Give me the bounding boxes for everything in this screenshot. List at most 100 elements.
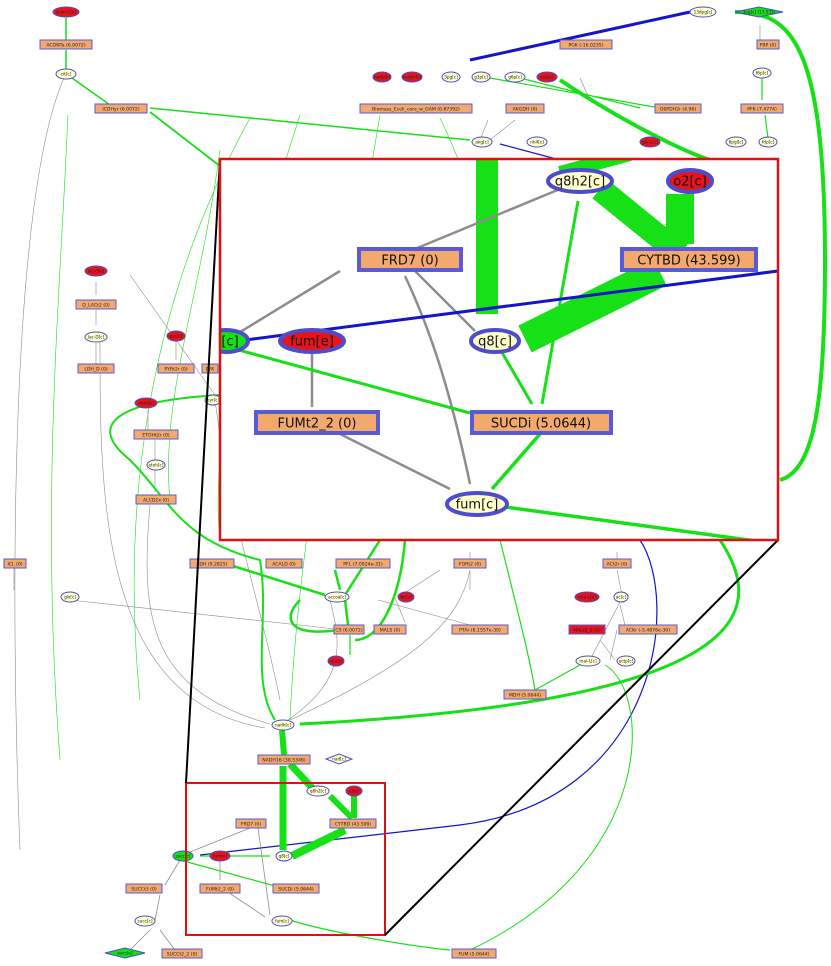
reaction-pdh[interactable]: PDH (9.2825): [189, 558, 235, 569]
zoom-reaction-frd7[interactable]: FRD7 (0): [357, 247, 463, 272]
zoom-external-fum-e[interactable]: fum[e]: [278, 328, 346, 354]
diamond-succ-e[interactable]: succ[e]: [104, 947, 146, 959]
metabolite-succ[interactable]: succ[c]: [134, 915, 156, 927]
metabolite-lac-d[interactable]: lac-D[c]: [84, 331, 108, 343]
reaction-d-lact2[interactable]: D_LACt2 (0): [75, 299, 117, 310]
metabolite-13dpg[interactable]: 13dpg[c]: [689, 6, 717, 18]
metabolite-q8-small[interactable]: q8[c]: [275, 850, 293, 862]
svg-text:SUCCt2_2 (0): SUCCt2_2 (0): [167, 952, 198, 958]
reaction-akgdh[interactable]: AKGDH (0): [505, 103, 545, 114]
external-glu[interactable]: glu-L[c]: [639, 136, 661, 148]
svg-text:MALS (0): MALS (0): [380, 628, 401, 634]
reaction-malt2-2[interactable]: MALt2_2 (0): [568, 624, 606, 635]
diamond-nad[interactable]: nad[c]: [324, 753, 354, 765]
reaction-fum[interactable]: FUM (5.0644): [451, 948, 497, 959]
external-fum-e-small[interactable]: fum[e]: [209, 850, 231, 862]
zoom-external-o2[interactable]: o2[c]: [666, 168, 714, 194]
reaction-etoht2r[interactable]: ETOHt2r (0): [133, 429, 179, 440]
reaction-fort2[interactable]: FORt2 (0): [453, 558, 487, 569]
reaction-pyk[interactable]: PYK: [201, 363, 219, 374]
metabolite-succ-small[interactable]: succ[c]: [172, 850, 194, 862]
metabolite-nh4[interactable]: nh4[c]: [526, 136, 548, 148]
reaction-fumt2-2-small[interactable]: FUMt2_2 (0): [199, 883, 241, 894]
reaction-ackr[interactable]: ACKr (-5.4876e-30): [618, 624, 678, 635]
metabolite-mal-l[interactable]: mal-L[c]: [575, 655, 601, 667]
reaction-pfk[interactable]: PFK (7.4774): [740, 103, 784, 114]
external-acon-e[interactable]: acon-C[e]: [52, 6, 80, 18]
reaction-biomass[interactable]: Biomass_Ecoli_core_w_GAM (0.87392): [359, 103, 473, 114]
metabolite-akg[interactable]: akg[c]: [471, 136, 493, 148]
svg-text:13dpg[c]: 13dpg[c]: [694, 10, 713, 15]
metabolite-cit[interactable]: cit[c]: [55, 68, 77, 80]
reaction-sucdi-small[interactable]: SUCDi (5.0644): [272, 883, 320, 894]
reaction-ldh-d[interactable]: LDH_D (0): [77, 363, 115, 374]
metabolite-3pg[interactable]: 3pg[c]: [441, 71, 461, 83]
reaction-icl[interactable]: ICL (0): [3, 558, 27, 569]
metabolite-fum-small[interactable]: fum[c]: [271, 915, 293, 927]
edge-left-loop: [109, 394, 276, 721]
reaction-g6pdh2r[interactable]: G6PDH2r (4.96): [654, 103, 702, 114]
metabolite-nadh[interactable]: nadh[c]: [271, 719, 295, 731]
zoom-metabolite-succ-partial[interactable]: [c]: [204, 328, 250, 354]
svg-text:lac-D[c]: lac-D[c]: [88, 335, 105, 340]
reaction-cytbd-small[interactable]: CYTBD (43.599): [329, 818, 377, 829]
svg-text:G6PDH2r (4.96): G6PDH2r (4.96): [660, 107, 697, 113]
metabolite-f6p[interactable]: f6p[c]: [752, 67, 772, 79]
reaction-mals[interactable]: MALS (0): [373, 624, 407, 635]
metabolite-q8h2-small[interactable]: q8h2[c]: [306, 785, 330, 797]
reaction-frd7-small[interactable]: FRD7 (0): [235, 818, 267, 829]
zoom-reaction-sucdi[interactable]: SUCDi (5.0644): [470, 410, 613, 435]
reaction-pfl[interactable]: PFL (7.0924e-31): [335, 558, 391, 569]
reaction-pyrt2r[interactable]: PYRt2r (0): [157, 363, 195, 374]
reaction-cs[interactable]: CS (6.0072): [333, 624, 365, 635]
reaction-icdhyr[interactable]: ICDHyr (6.0072): [94, 103, 148, 114]
reaction-succt3[interactable]: SUCCt3 (0): [125, 883, 163, 894]
reaction-acald[interactable]: ACALD (0): [265, 558, 303, 569]
svg-text:actp[c]: actp[c]: [619, 659, 634, 664]
metabolite-ac[interactable]: ac[c]: [613, 591, 629, 603]
svg-text:SUCDi (5.0644): SUCDi (5.0644): [278, 887, 314, 893]
svg-text:q8[c]: q8[c]: [478, 335, 512, 350]
metabolite-pyr[interactable]: pyr[c]: [204, 394, 222, 406]
zoom-metabolite-q8h2[interactable]: q8h2[c]: [546, 168, 614, 194]
metabolite-g3p[interactable]: g3p[c]: [471, 71, 491, 83]
reaction-ptar[interactable]: PTAr (6.1557e-30): [451, 624, 509, 635]
reaction-fbp[interactable]: FBP (0): [756, 39, 780, 50]
edge-accoa-cs: [289, 539, 407, 642]
metabolite-g6p[interactable]: g6p[c]: [504, 71, 526, 83]
metabolite-etoh[interactable]: etoh[c]: [146, 459, 166, 471]
zoom-metabolite-q8[interactable]: q8[c]: [469, 328, 521, 354]
external-mal-e[interactable]: mal-L[e]: [574, 591, 600, 603]
reaction-aconta[interactable]: ACONTa (6.0072): [39, 39, 93, 50]
svg-text:ACKr (-5.4876e-30): ACKr (-5.4876e-30): [626, 628, 670, 634]
svg-text:ACONTa (6.0072): ACONTa (6.0072): [46, 43, 86, 49]
zoom-reaction-cytbd[interactable]: CYTBD (43.599): [620, 247, 758, 272]
metabolite-fdp[interactable]: fdp[c]: [758, 136, 778, 148]
zoom-metabolite-fum[interactable]: fum[c]: [445, 491, 509, 517]
external-for[interactable]: for[c]: [397, 591, 415, 603]
metabolite-glx[interactable]: glx[c]: [60, 591, 80, 603]
external-etoh-e[interactable]: etoh[e]: [134, 397, 158, 409]
reaction-alcd2x[interactable]: ALCD2x (0): [135, 494, 177, 505]
external-nadp[interactable]: nadp[c]: [372, 71, 392, 83]
svg-text:SUCCt3 (0): SUCCt3 (0): [131, 887, 157, 893]
svg-text:etoh[e]: etoh[e]: [138, 401, 154, 406]
reaction-pgk[interactable]: PGK (-16.0235): [559, 39, 613, 50]
diamond-3pg[interactable]: 3pg[c] (17.535): [734, 6, 784, 18]
reaction-nadh16[interactable]: NADH16 (38.5346): [257, 754, 311, 765]
reaction-act2r[interactable]: ACt2r (0): [602, 558, 632, 569]
metabolite-actp[interactable]: actp[c]: [616, 655, 636, 667]
reaction-succt2-2[interactable]: SUCCt2_2 (0): [161, 948, 203, 959]
external-co2[interactable]: co2[c]: [536, 71, 558, 83]
svg-text:6pgl[c]: 6pgl[c]: [729, 140, 744, 145]
external-lac[interactable]: lac-D[e]: [84, 265, 108, 277]
external-pyr-e[interactable]: pyr[e]: [166, 330, 186, 342]
metabolite-6pgl[interactable]: 6pgl[c]: [725, 136, 747, 148]
reaction-mdh[interactable]: MDH (5.0644): [503, 689, 547, 700]
svg-text:PGK (-16.0235): PGK (-16.0235): [568, 43, 603, 49]
external-nadph[interactable]: nadph[c]: [401, 71, 423, 83]
external-coa[interactable]: coa[c]: [327, 655, 345, 667]
metabolite-accoa[interactable]: accoa[c]: [324, 591, 350, 603]
zoom-reaction-fumt2-2[interactable]: FUMt2_2 (0): [254, 410, 380, 435]
external-o2-small[interactable]: o2[c]: [345, 785, 363, 797]
